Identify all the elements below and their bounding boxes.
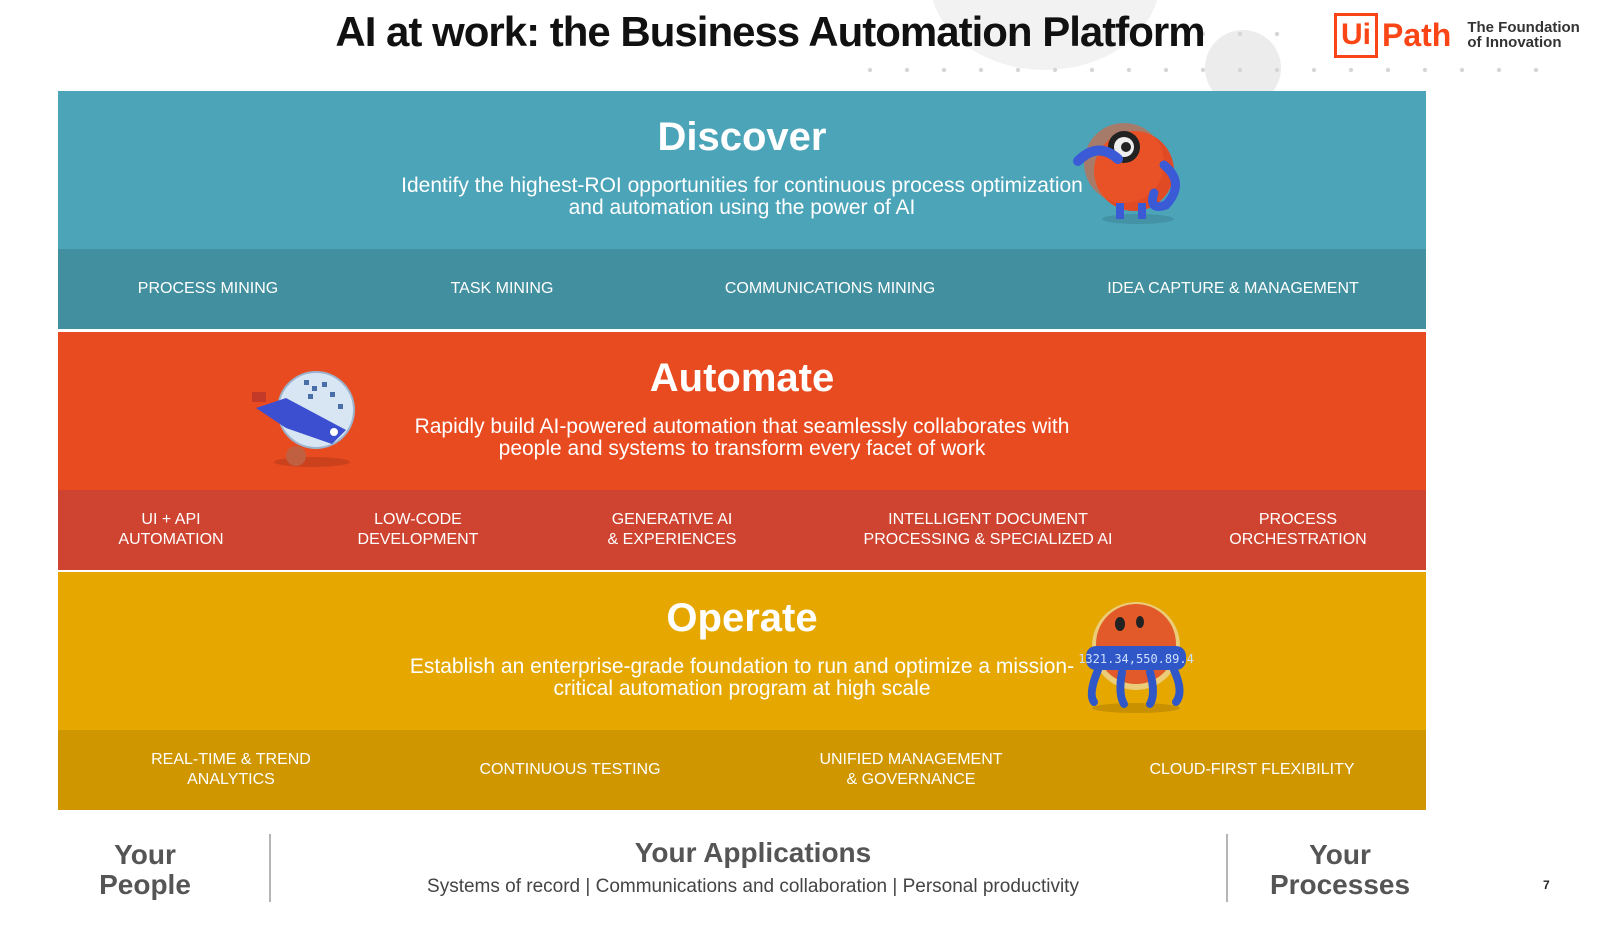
- footer-label: Your: [1309, 839, 1371, 870]
- capability-label: UI + API: [141, 511, 201, 528]
- capability-label: UNIFIED MANAGEMENT: [819, 751, 1003, 768]
- page-title: AI at work: the Business Automation Plat…: [335, 8, 1205, 55]
- logo-wordmark: Path: [1382, 16, 1452, 53]
- automate-layer: Automate Rapidly build AI-powered automa…: [58, 332, 1426, 570]
- footer-applications-title: Your Applications: [634, 837, 872, 868]
- footer-label: Processes: [1269, 869, 1411, 900]
- capability-process-orchestration: PROCESS ORCHESTRATION: [1208, 490, 1388, 570]
- capability-label: TASK MINING: [450, 280, 554, 297]
- footer-your-people: Your People: [70, 840, 220, 900]
- capability-cloud-first-flexibility: CLOUD-FIRST FLEXIBILITY: [1132, 730, 1372, 810]
- automate-capabilities: UI + API AUTOMATION LOW-CODE DEVELOPMENT G…: [58, 490, 1426, 570]
- footer-divider: [269, 834, 271, 902]
- operate-capabilities: REAL-TIME & TREND ANALYTICS CONTINUOUS TE…: [58, 730, 1426, 810]
- logo-mark: Ui: [1334, 12, 1378, 58]
- capability-continuous-testing: CONTINUOUS TESTING: [458, 730, 682, 810]
- capability-label: ORCHESTRATION: [1229, 531, 1367, 548]
- capability-label: REAL-TIME & TREND: [151, 751, 311, 768]
- page-number: 7: [1543, 878, 1550, 892]
- automate-header: Automate Rapidly build AI-powered automa…: [58, 332, 1426, 490]
- discover-title: Discover: [657, 115, 827, 159]
- operate-title: Operate: [666, 596, 818, 640]
- logo-tagline: The Foundation of Innovation: [1467, 20, 1587, 50]
- logo-tagline-line1: The Foundation: [1467, 19, 1580, 36]
- capability-label: & GOVERNANCE: [846, 771, 976, 788]
- discover-layer: Discover Identify the highest-ROI opport…: [58, 91, 1426, 329]
- operate-robot-readout: 1321.34,550.89.4: [1078, 652, 1194, 666]
- capability-idea-capture: IDEA CAPTURE & MANAGEMENT: [1088, 249, 1378, 329]
- logo-tagline-line2: of Innovation: [1467, 34, 1562, 51]
- capability-label: & EXPERIENCES: [607, 531, 737, 548]
- uipath-logo: Ui Path The Foundation of Innovation: [1334, 10, 1587, 60]
- capability-label: GENERATIVE AI: [611, 511, 733, 528]
- capability-task-mining: TASK MINING: [402, 249, 602, 329]
- capability-label: AUTOMATION: [118, 531, 224, 548]
- footer-label: People: [99, 869, 191, 900]
- capability-label: CONTINUOUS TESTING: [479, 761, 661, 778]
- operate-layer: Operate Establish an enterprise-grade fo…: [58, 572, 1426, 810]
- automate-description: Rapidly build AI-powered automation that…: [414, 415, 1070, 460]
- capability-process-mining: PROCESS MINING: [98, 249, 318, 329]
- capability-label: ANALYTICS: [187, 771, 275, 788]
- capability-label: DEVELOPMENT: [357, 531, 479, 548]
- discover-description: Identify the highest-ROI opportunities f…: [401, 174, 1083, 219]
- capability-communications-mining: COMMUNICATIONS MINING: [698, 249, 962, 329]
- capability-label: PROCESS: [1258, 511, 1338, 528]
- operate-header: Operate Establish an enterprise-grade fo…: [58, 572, 1426, 730]
- capability-generative-ai: GENERATIVE AI & EXPERIENCES: [584, 490, 760, 570]
- capability-real-time-analytics: REAL-TIME & TREND ANALYTICS: [128, 730, 334, 810]
- footer-your-processes: Your Processes: [1240, 840, 1440, 900]
- capability-label: CLOUD-FIRST FLEXIBILITY: [1149, 761, 1355, 778]
- discover-header: Discover Identify the highest-ROI opport…: [58, 91, 1426, 249]
- capability-label: LOW-CODE: [374, 511, 462, 528]
- capability-low-code: LOW-CODE DEVELOPMENT: [338, 490, 498, 570]
- footer-divider: [1226, 834, 1228, 902]
- discover-robot-icon: [1073, 123, 1180, 224]
- capability-label: COMMUNICATIONS MINING: [724, 280, 936, 297]
- capability-label: PROCESS MINING: [137, 280, 279, 297]
- footer-applications-subtitle: Systems of record | Communications and c…: [427, 876, 1079, 897]
- capability-label: PROCESSING & SPECIALIZED AI: [863, 531, 1113, 548]
- operate-description: Establish an enterprise-grade foundation…: [409, 655, 1075, 700]
- capability-label: IDEA CAPTURE & MANAGEMENT: [1107, 280, 1359, 297]
- capability-label: INTELLIGENT DOCUMENT: [888, 511, 1088, 528]
- capability-intelligent-document-processing: INTELLIGENT DOCUMENT PROCESSING & SPECIAL…: [838, 490, 1138, 570]
- automate-title: Automate: [649, 356, 835, 400]
- automate-robot-icon: [252, 371, 355, 467]
- operate-robot-icon: 1321.34,550.89.4: [1078, 602, 1194, 713]
- footer-label: Your: [114, 839, 176, 870]
- capability-ui-api-automation: UI + API AUTOMATION: [88, 490, 254, 570]
- discover-capabilities: PROCESS MINING TASK MINING COMMUNICATION…: [58, 249, 1426, 329]
- capability-unified-management: UNIFIED MANAGEMENT & GOVERNANCE: [798, 730, 1024, 810]
